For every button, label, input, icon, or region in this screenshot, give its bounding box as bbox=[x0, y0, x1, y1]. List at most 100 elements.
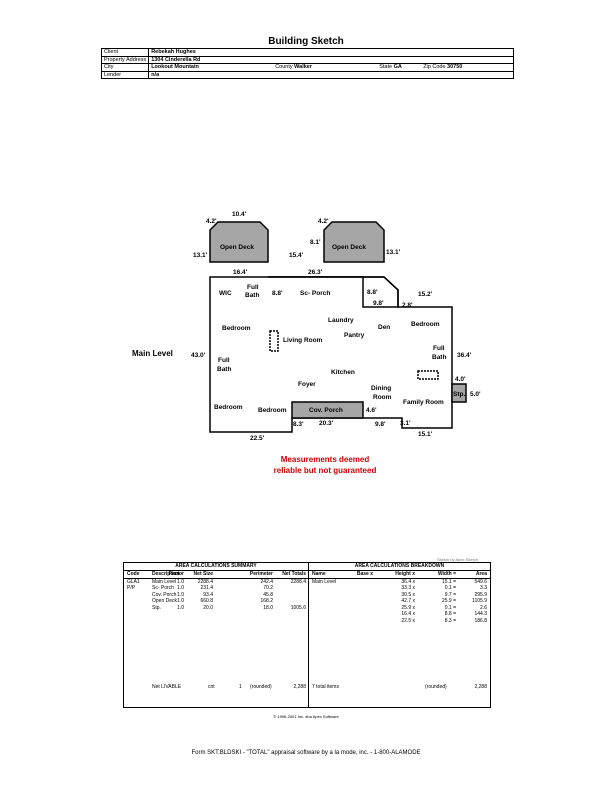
room-label: Den bbox=[378, 324, 390, 331]
breakdown-cell: 15.1 = bbox=[441, 578, 456, 585]
dimension-label: 43.0' bbox=[191, 352, 206, 359]
sc-porch-fill bbox=[268, 276, 399, 308]
summary-header-cell: Net Totals bbox=[282, 571, 306, 577]
dimension-label: 5.0' bbox=[470, 391, 481, 398]
summary-cell: 2288.4 bbox=[290, 578, 306, 585]
breakdown-cell: 1105.9 bbox=[472, 598, 487, 604]
disclaimer-line: reliable but not guaranteed bbox=[273, 466, 377, 475]
breakdown-cell: 2.6 bbox=[480, 604, 487, 611]
breakdown-footer: 7 total items (rounded) 2,288 bbox=[309, 683, 490, 691]
open-deck-left-area bbox=[209, 221, 269, 263]
summary-cell: 1.0 bbox=[177, 585, 184, 591]
summary-footer: Net LIVABLE cnt 1 (rounded) 2,288 bbox=[124, 683, 308, 691]
breakdown-cell: 33.3 x bbox=[401, 585, 415, 591]
fireplace-icon bbox=[269, 330, 279, 352]
county-label: County bbox=[275, 64, 293, 70]
room-label: Sc- Porch bbox=[300, 290, 330, 297]
dimension-label: 3.1' bbox=[400, 420, 411, 427]
state-label: State bbox=[379, 64, 393, 70]
room-label: Bath bbox=[432, 354, 446, 361]
room-label: Bedroom bbox=[411, 321, 440, 328]
summary-cell: P/P bbox=[127, 585, 136, 591]
breakdown-cell: 295.9 bbox=[474, 591, 487, 598]
net-livable-count: 1 bbox=[239, 684, 242, 690]
room-label: Laundry bbox=[328, 317, 354, 324]
room-label: Pantry bbox=[344, 332, 365, 339]
dimension-label: 26.3' bbox=[308, 269, 323, 276]
breakdown-cell: 0.1 = bbox=[444, 585, 456, 591]
dimension-label: 16.4' bbox=[233, 269, 248, 276]
summary-cell: 1.0 bbox=[177, 598, 184, 604]
breakdown-header-cell: Width = bbox=[437, 571, 456, 577]
summary-cell: 242.4 bbox=[260, 578, 273, 585]
breakdown-cell: 30.5 x bbox=[401, 591, 415, 598]
dimension-label: 22.5' bbox=[250, 435, 265, 442]
room-label: Family Room bbox=[403, 399, 444, 406]
level-label: Main Level bbox=[132, 349, 173, 358]
page-title: Building Sketch bbox=[268, 36, 344, 47]
summary-cell: 18.0 bbox=[263, 604, 273, 611]
sketch-credit: Sketch by Apex Sketch bbox=[437, 557, 478, 562]
zip-label: Zip Code bbox=[423, 64, 446, 70]
property-info-table: Client Rebekah Hughes Property Address 1… bbox=[100, 48, 515, 79]
area-calculations-box: AREA CALCULATIONS SUMMARY Code Descripti… bbox=[123, 562, 491, 708]
dimension-label: 4.0' bbox=[455, 376, 466, 383]
copyright: © 1996-2001 Inc. dba Apex Software bbox=[273, 714, 339, 719]
county-value: Walker bbox=[294, 64, 312, 70]
breakdown-cell: 8.3 = bbox=[444, 617, 456, 624]
summary-cell: 2288.4 bbox=[197, 578, 213, 585]
breakdown-rounded: (rounded) bbox=[425, 684, 447, 690]
summary-header-cell: Perimeter bbox=[249, 571, 273, 577]
summary-cell: 1.0 bbox=[177, 578, 184, 585]
stoop-area bbox=[451, 383, 467, 403]
breakdown-header-cell: Height x bbox=[395, 571, 415, 577]
summary-cell: 1.0 bbox=[177, 591, 184, 598]
dimension-label: 8.8' bbox=[272, 290, 283, 297]
room-label: Foyer bbox=[298, 381, 316, 388]
dimension-label: 8.1' bbox=[310, 239, 321, 246]
breakdown-cell: 144.3 bbox=[474, 611, 487, 617]
breakdown-cell: Main Level bbox=[312, 578, 337, 585]
breakdown-cell: 8.8 = bbox=[444, 611, 456, 617]
summary-cell: 70.2 bbox=[263, 585, 273, 591]
dimension-label: 20.3' bbox=[319, 420, 334, 427]
breakdown-header-cell: Base x bbox=[356, 571, 373, 577]
breakdown-cell: 3.3 bbox=[480, 585, 487, 591]
summary-cell: 1005.6 bbox=[290, 604, 306, 611]
room-label: Full bbox=[218, 357, 230, 364]
summary-cell: Stp. bbox=[152, 604, 161, 611]
dimension-label: 13.1' bbox=[193, 252, 208, 259]
breakdown-header-cell: Area bbox=[475, 571, 487, 577]
net-livable-total: 2,288 bbox=[293, 684, 306, 690]
dimension-label: 9.8' bbox=[373, 300, 384, 307]
summary-cell: Main Level bbox=[152, 578, 177, 585]
lender-label: Lender bbox=[100, 70, 150, 79]
summary-cell: 660.8 bbox=[200, 598, 213, 604]
disclaimer-line: Measurements deemed bbox=[280, 455, 370, 464]
net-livable-rounded: (rounded) bbox=[250, 684, 272, 690]
dimension-label: 9.8' bbox=[375, 421, 386, 428]
summary-cell: 1.0 bbox=[177, 604, 184, 611]
summary-cell: GLA1 bbox=[127, 578, 140, 585]
breakdown-cell: 186.8 bbox=[474, 617, 487, 624]
dimension-label: 4.6' bbox=[366, 407, 377, 414]
room-label: Bedroom bbox=[214, 404, 243, 411]
zip-value: 30750 bbox=[447, 64, 463, 70]
net-livable-label: Net LIVABLE bbox=[152, 684, 182, 690]
area-summary: AREA CALCULATIONS SUMMARY Code Descripti… bbox=[124, 563, 309, 707]
summary-cell: 45.8 bbox=[263, 591, 273, 598]
room-label: Bedroom bbox=[222, 325, 251, 332]
dimension-label: 8.8' bbox=[367, 289, 378, 296]
room-label: Open Deck bbox=[220, 244, 254, 251]
state-value: GA bbox=[393, 64, 402, 70]
room-label: Dining bbox=[371, 385, 391, 392]
dimension-label: 15.2' bbox=[418, 291, 433, 298]
